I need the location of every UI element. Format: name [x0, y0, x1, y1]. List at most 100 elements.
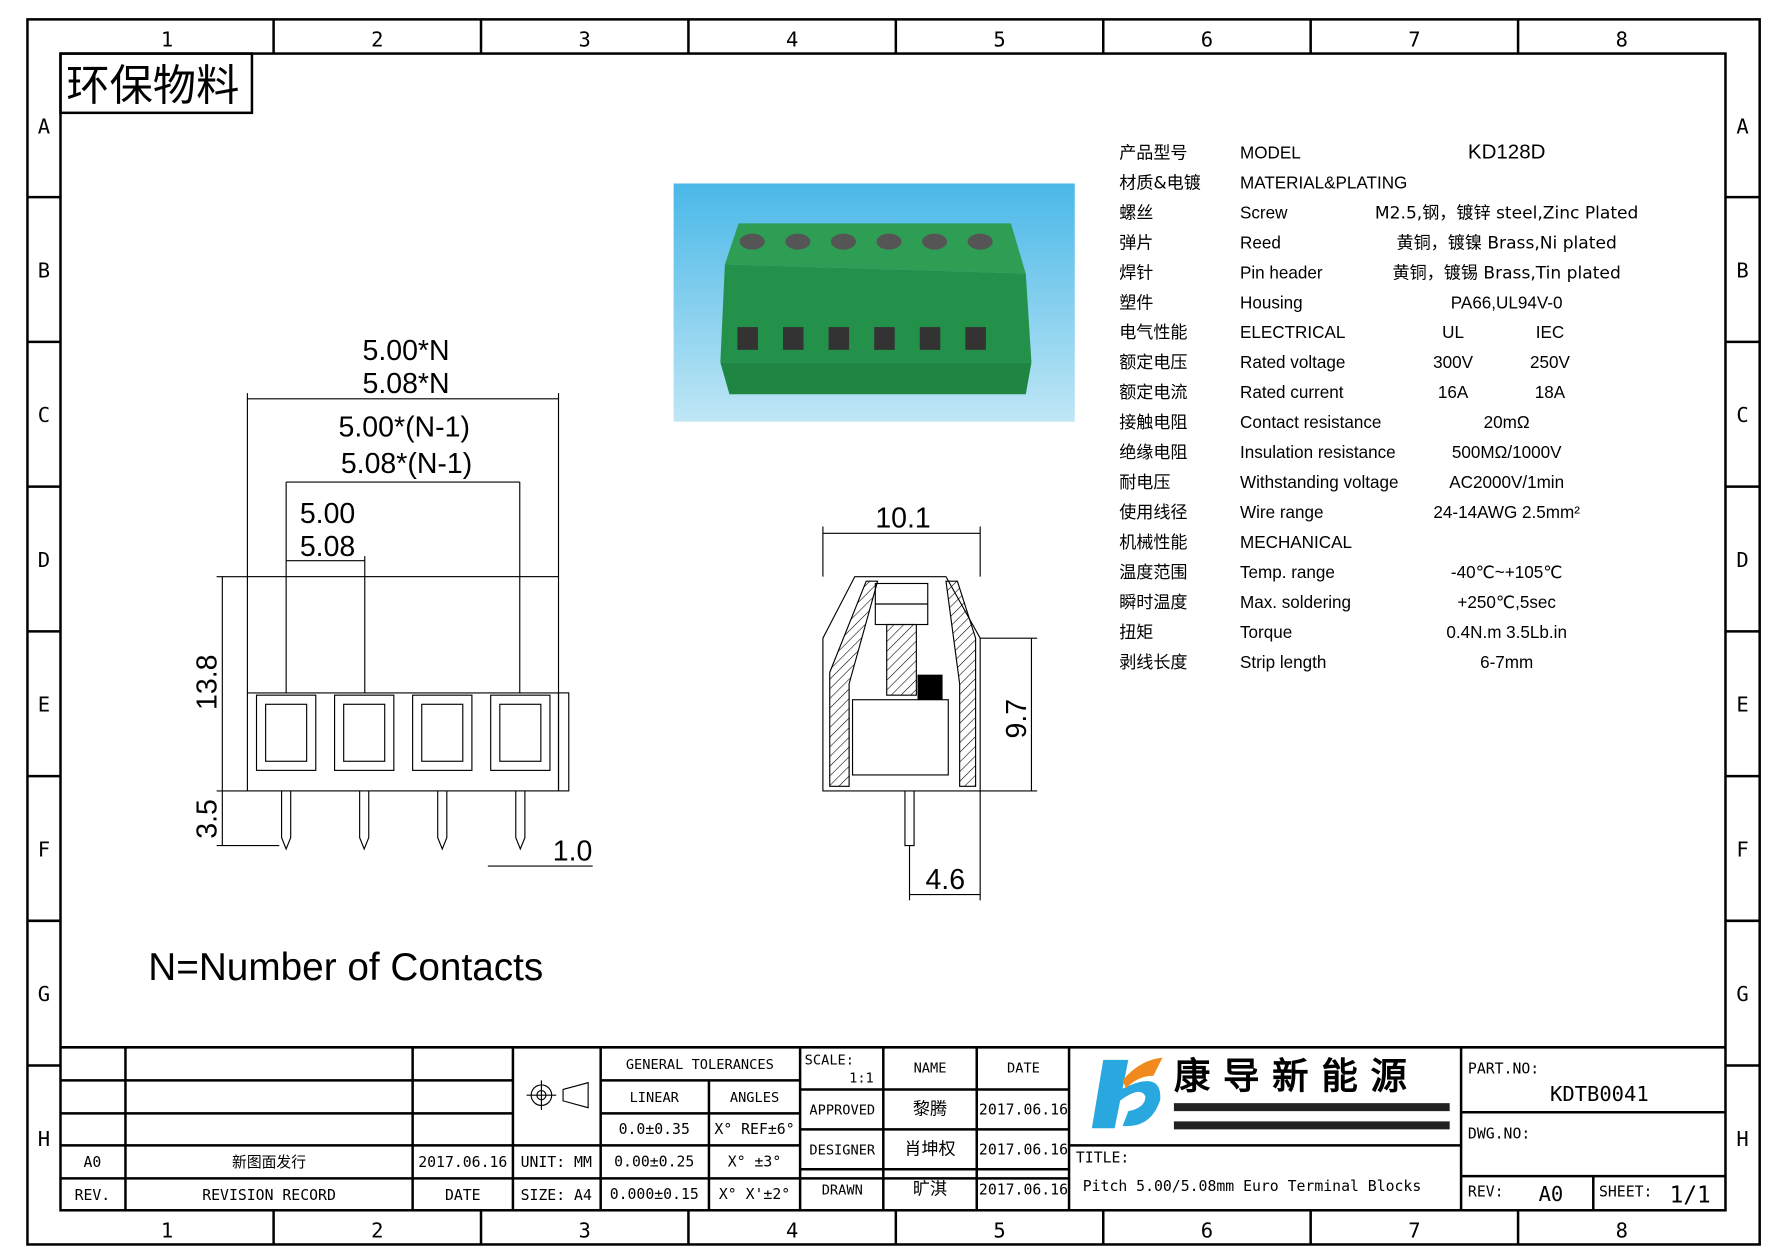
screw-hole [830, 233, 856, 250]
person-name: 肖坤权 [904, 1139, 955, 1159]
contact-cell [255, 694, 317, 771]
spec-label-en: Strip length [1240, 653, 1326, 672]
angles-label: ANGLES [730, 1090, 779, 1106]
spec-value-ul: UL [1442, 323, 1464, 342]
spec-label-cn: 额定电压 [1119, 353, 1187, 373]
wire-entry [783, 327, 804, 350]
column-marker: 6 [1201, 1219, 1213, 1243]
contact-cell [334, 694, 395, 771]
spec-value-ul: 16A [1438, 383, 1469, 402]
row-marker: A [38, 114, 50, 138]
spec-label-cn: 绝缘电阻 [1119, 443, 1187, 463]
wire-entry [737, 327, 758, 350]
eco-stamp: 环保物料 [59, 52, 254, 115]
row-marker: F [38, 837, 50, 861]
spec-value: 黄铜，镀锡 Brass,Tin plated [1393, 263, 1621, 283]
spec-label-cn: 耐电压 [1119, 473, 1170, 493]
spec-value: AC2000V/1min [1449, 473, 1564, 492]
screw-hole [922, 233, 948, 250]
pin [437, 790, 448, 851]
pin [281, 790, 292, 851]
dwg-no-label: DWG.NO: [1468, 1125, 1530, 1142]
linear-label: LINEAR [630, 1090, 680, 1106]
row-marker: G [1736, 982, 1748, 1006]
part-no-value: KDTB0041 [1550, 1082, 1649, 1106]
sign-date: 2017.06.16 [979, 1141, 1068, 1158]
projection-symbol-icon [526, 1080, 589, 1110]
row-marker: H [1736, 1127, 1748, 1151]
dim-depth: 10.1 [875, 503, 930, 535]
dim-pin-length: 3.5 [192, 799, 224, 839]
screw-hole [967, 233, 993, 250]
dim-height: 13.8 [192, 655, 224, 710]
spec-label-cn: 接触电阻 [1119, 413, 1187, 433]
column-marker: 2 [371, 28, 383, 52]
row-marker: C [38, 403, 50, 427]
column-marker: 7 [1408, 1219, 1420, 1243]
contacts-note: N=Number of Contacts [148, 946, 543, 989]
spec-label-en: MATERIAL&PLATING [1240, 173, 1407, 192]
contact-cell [490, 694, 551, 771]
spec-label-en: MODEL [1240, 143, 1301, 162]
pin [359, 790, 370, 851]
spec-label-cn: 剥线长度 [1119, 653, 1187, 673]
column-marker: 8 [1616, 28, 1628, 52]
linear-tolerance: 0.0±0.35 [619, 1121, 690, 1138]
dim-pitch-a: 5.00 [300, 498, 355, 530]
drawing-title: Pitch 5.00/5.08mm Euro Terminal Blocks [1083, 1178, 1422, 1195]
linear-tolerance: 0.00±0.25 [614, 1153, 694, 1170]
dim-pin-offset: 4.6 [925, 864, 965, 896]
spec-label-en: Temp. range [1240, 563, 1335, 582]
spec-label-en: Housing [1240, 293, 1303, 312]
front-view-drawing: 5.00*N 5.08*N 5.00*(N-1) 5.08*(N-1) 5.00… [192, 335, 593, 867]
spec-label-en: Torque [1240, 623, 1292, 642]
spec-label-cn: 螺丝 [1119, 203, 1153, 223]
unit-label: UNIT: MM [521, 1154, 592, 1171]
column-marker: 7 [1408, 28, 1420, 52]
contact-cell [412, 694, 473, 771]
spec-label-cn: 机械性能 [1119, 533, 1187, 553]
row-marker: F [1736, 837, 1748, 861]
rev-record-value: 新图面发行 [232, 1154, 306, 1171]
screw-hole [739, 233, 765, 250]
spec-label-cn: 温度范围 [1119, 563, 1187, 583]
spec-label-cn: 材质&电镀 [1119, 173, 1201, 193]
column-marker: 4 [786, 28, 798, 52]
column-marker: 1 [161, 28, 173, 52]
row-marker: E [38, 693, 50, 717]
spec-label-en: Pin header [1240, 263, 1323, 282]
scale-value: 1:1 [849, 1071, 874, 1087]
product-photo [673, 183, 1075, 422]
column-marker: 3 [579, 1219, 591, 1243]
spec-value: KD128D [1468, 140, 1546, 163]
spec-label-en: Screw [1240, 203, 1288, 222]
person-name: 黎腾 [913, 1100, 947, 1120]
spec-value: M2.5,钢，镀锌 steel,Zinc Plated [1375, 203, 1638, 223]
pin [515, 790, 526, 851]
sign-date: 2017.06.16 [979, 1181, 1068, 1198]
angle-tolerance: X° REF±6° [714, 1121, 794, 1138]
spec-label-cn: 瞬时温度 [1119, 593, 1187, 613]
name-header: NAME [914, 1060, 947, 1076]
dim-side-height: 9.7 [1001, 699, 1033, 739]
spec-label-cn: 塑件 [1119, 293, 1153, 313]
company-name: 康 导 新 能 源 [1174, 1054, 1408, 1097]
row-marker: E [1736, 693, 1748, 717]
column-marker: 2 [371, 1219, 383, 1243]
sign-date: 2017.06.16 [979, 1102, 1068, 1119]
spec-label-cn: 产品型号 [1119, 143, 1187, 163]
spec-value: +250℃,5sec [1457, 593, 1556, 612]
row-marker: H [38, 1127, 50, 1151]
title-label: TITLE: [1076, 1149, 1129, 1166]
wire-entry [828, 327, 850, 350]
sheet-value: 1/1 [1670, 1182, 1711, 1208]
rev-current: A0 [1539, 1182, 1564, 1206]
column-marker: 4 [786, 1219, 798, 1243]
eco-stamp-text: 环保物料 [66, 61, 239, 111]
spec-value: 24-14AWG 2.5mm² [1433, 503, 1580, 522]
spec-value: 6-7mm [1480, 653, 1533, 672]
dim-span-b: 5.08*(N-1) [341, 448, 472, 480]
row-marker: B [1736, 258, 1748, 282]
column-marker: 3 [579, 28, 591, 52]
spec-label-cn: 额定电流 [1119, 383, 1187, 403]
